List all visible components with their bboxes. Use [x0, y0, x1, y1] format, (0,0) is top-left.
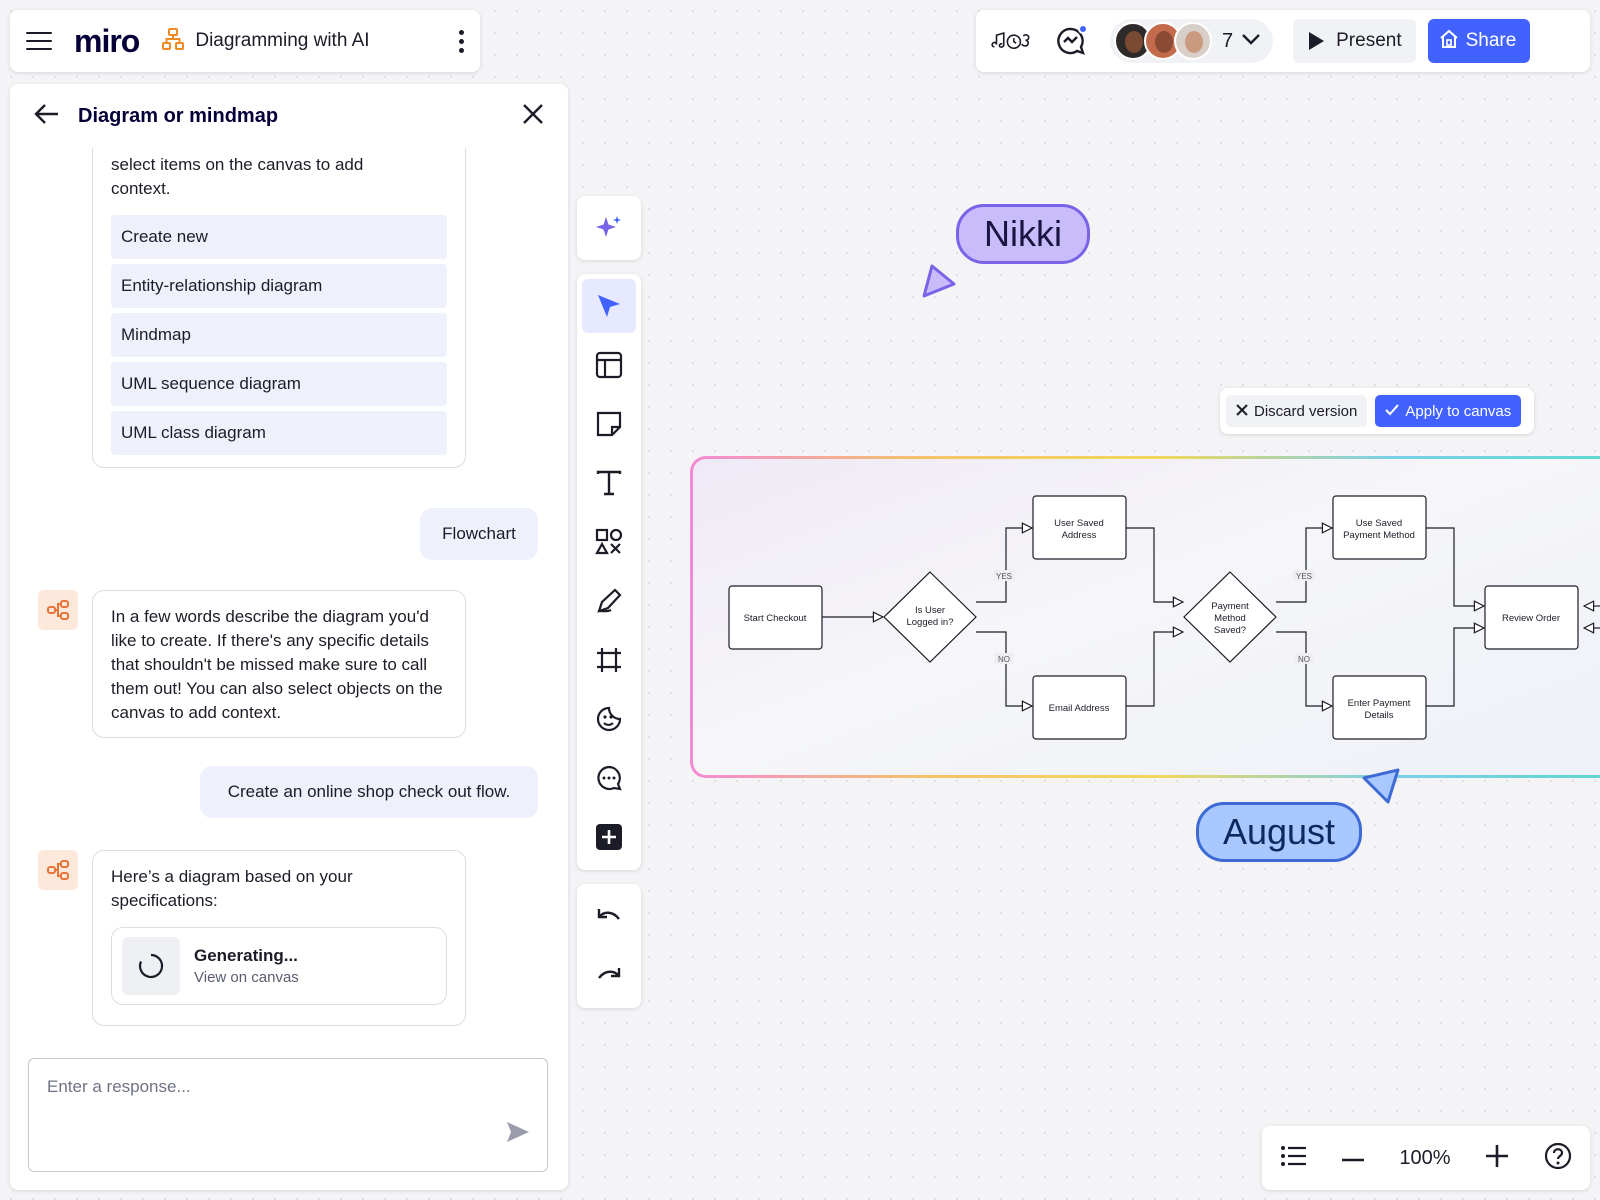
history-toolbar — [577, 884, 641, 1008]
chevron-down-icon — [1241, 32, 1261, 50]
back-arrow-icon[interactable] — [34, 103, 60, 130]
present-button[interactable]: Present — [1293, 19, 1416, 63]
board-list-icon[interactable] — [1280, 1145, 1306, 1172]
ai-assistant-panel: Diagram or mindmap select items on the c… — [10, 84, 568, 1190]
option-uml-class[interactable]: UML class diagram — [111, 411, 447, 455]
ai-message-options: select items on the canvas to add contex… — [92, 128, 466, 468]
comment-icon[interactable] — [582, 751, 636, 805]
check-icon — [1385, 403, 1400, 420]
board-options-icon[interactable] — [459, 29, 464, 53]
apply-to-canvas-button[interactable]: Apply to canvas — [1375, 395, 1522, 427]
ai-message-text: select items on the canvas to add contex… — [111, 155, 364, 198]
main-menu-icon[interactable] — [26, 28, 52, 54]
creation-toolbar — [577, 274, 641, 870]
shapes-icon[interactable] — [582, 515, 636, 569]
board-header: miro Diagramming with AI — [10, 10, 480, 72]
ai-reply-text: Here’s a diagram based on your specifica… — [111, 867, 353, 910]
notification-badge — [1078, 24, 1088, 34]
collaborators-menu[interactable]: 7 — [1110, 19, 1274, 63]
redo-icon[interactable] — [582, 948, 636, 1002]
user-message: Create an online shop check out flow. — [200, 766, 538, 818]
frame-icon[interactable] — [582, 633, 636, 687]
generating-title: Generating... — [194, 946, 298, 965]
board-title[interactable]: Diagramming with AI — [195, 30, 370, 51]
ai-prompt-text: In a few words describe the diagram you'… — [111, 607, 443, 722]
zoom-level[interactable]: 100% — [1399, 1146, 1451, 1169]
response-input[interactable] — [47, 1077, 467, 1097]
zoom-out-icon[interactable] — [1341, 1149, 1365, 1167]
ai-message: In a few words describe the diagram you'… — [92, 590, 466, 738]
sticky-note-icon[interactable] — [582, 397, 636, 451]
help-icon[interactable] — [1544, 1142, 1572, 1175]
option-mindmap[interactable]: Mindmap — [111, 313, 447, 357]
ai-diagram-icon — [38, 590, 78, 630]
close-icon[interactable] — [522, 103, 544, 130]
avatar — [1174, 22, 1212, 60]
zoom-bar: 100% — [1262, 1126, 1590, 1190]
stickers-icon[interactable] — [582, 692, 636, 746]
cursor-label-nikki: Nikki — [956, 204, 1090, 264]
more-tools-icon[interactable] — [582, 810, 636, 864]
miro-logo: miro — [74, 22, 140, 59]
cursor-pointer-icon — [922, 264, 956, 298]
option-erd[interactable]: Entity-relationship diagram — [111, 264, 447, 308]
close-icon — [1236, 403, 1248, 420]
option-create-new[interactable]: Create new — [111, 215, 447, 259]
generating-card[interactable]: Generating... View on canvas — [111, 927, 447, 1005]
discard-label: Discard version — [1254, 402, 1358, 420]
text-icon[interactable] — [582, 456, 636, 510]
zoom-in-icon[interactable] — [1485, 1144, 1509, 1173]
send-icon[interactable] — [505, 1120, 531, 1149]
pen-icon[interactable] — [582, 574, 636, 628]
panel-title: Diagram or mindmap — [78, 104, 279, 127]
cursor-pointer-icon — [1362, 768, 1400, 804]
chat-thread: select items on the canvas to add contex… — [10, 128, 568, 1048]
ai-toolbar — [577, 196, 641, 260]
play-icon — [1309, 32, 1325, 50]
view-on-canvas-link[interactable]: View on canvas — [194, 969, 299, 986]
collaboration-bar: 7 Present Share — [976, 10, 1590, 72]
diagram-icon — [161, 27, 185, 56]
ai-diagram-icon — [38, 850, 78, 890]
panel-header: Diagram or mindmap — [10, 84, 568, 148]
apply-label: Apply to canvas — [1405, 402, 1512, 420]
present-label: Present — [1336, 30, 1402, 51]
share-button[interactable]: Share — [1427, 19, 1531, 63]
timer-reactions-icon[interactable] — [990, 20, 1032, 62]
undo-icon[interactable] — [582, 889, 636, 943]
spinner-icon — [122, 937, 180, 995]
ai-sparkle-icon[interactable] — [582, 201, 636, 255]
collaborator-count: 7 — [1222, 29, 1234, 52]
chat-activity-icon[interactable] — [1050, 20, 1092, 62]
response-box — [28, 1058, 548, 1172]
share-lock-icon — [1439, 28, 1458, 54]
cursor-label-august: August — [1196, 802, 1362, 862]
select-tool-icon[interactable] — [582, 279, 636, 333]
templates-icon[interactable] — [582, 338, 636, 392]
option-uml-sequence[interactable]: UML sequence diagram — [111, 362, 447, 406]
discard-version-button[interactable]: Discard version — [1226, 395, 1368, 427]
diagram-frame[interactable] — [693, 459, 1600, 775]
share-label: Share — [1465, 30, 1517, 51]
user-message: Flowchart — [420, 508, 538, 560]
ai-message: Here’s a diagram based on your specifica… — [92, 850, 466, 1026]
version-bar: Discard version Apply to canvas — [1220, 388, 1534, 434]
diagram-type-options: Create new Entity-relationship diagram M… — [111, 215, 447, 460]
